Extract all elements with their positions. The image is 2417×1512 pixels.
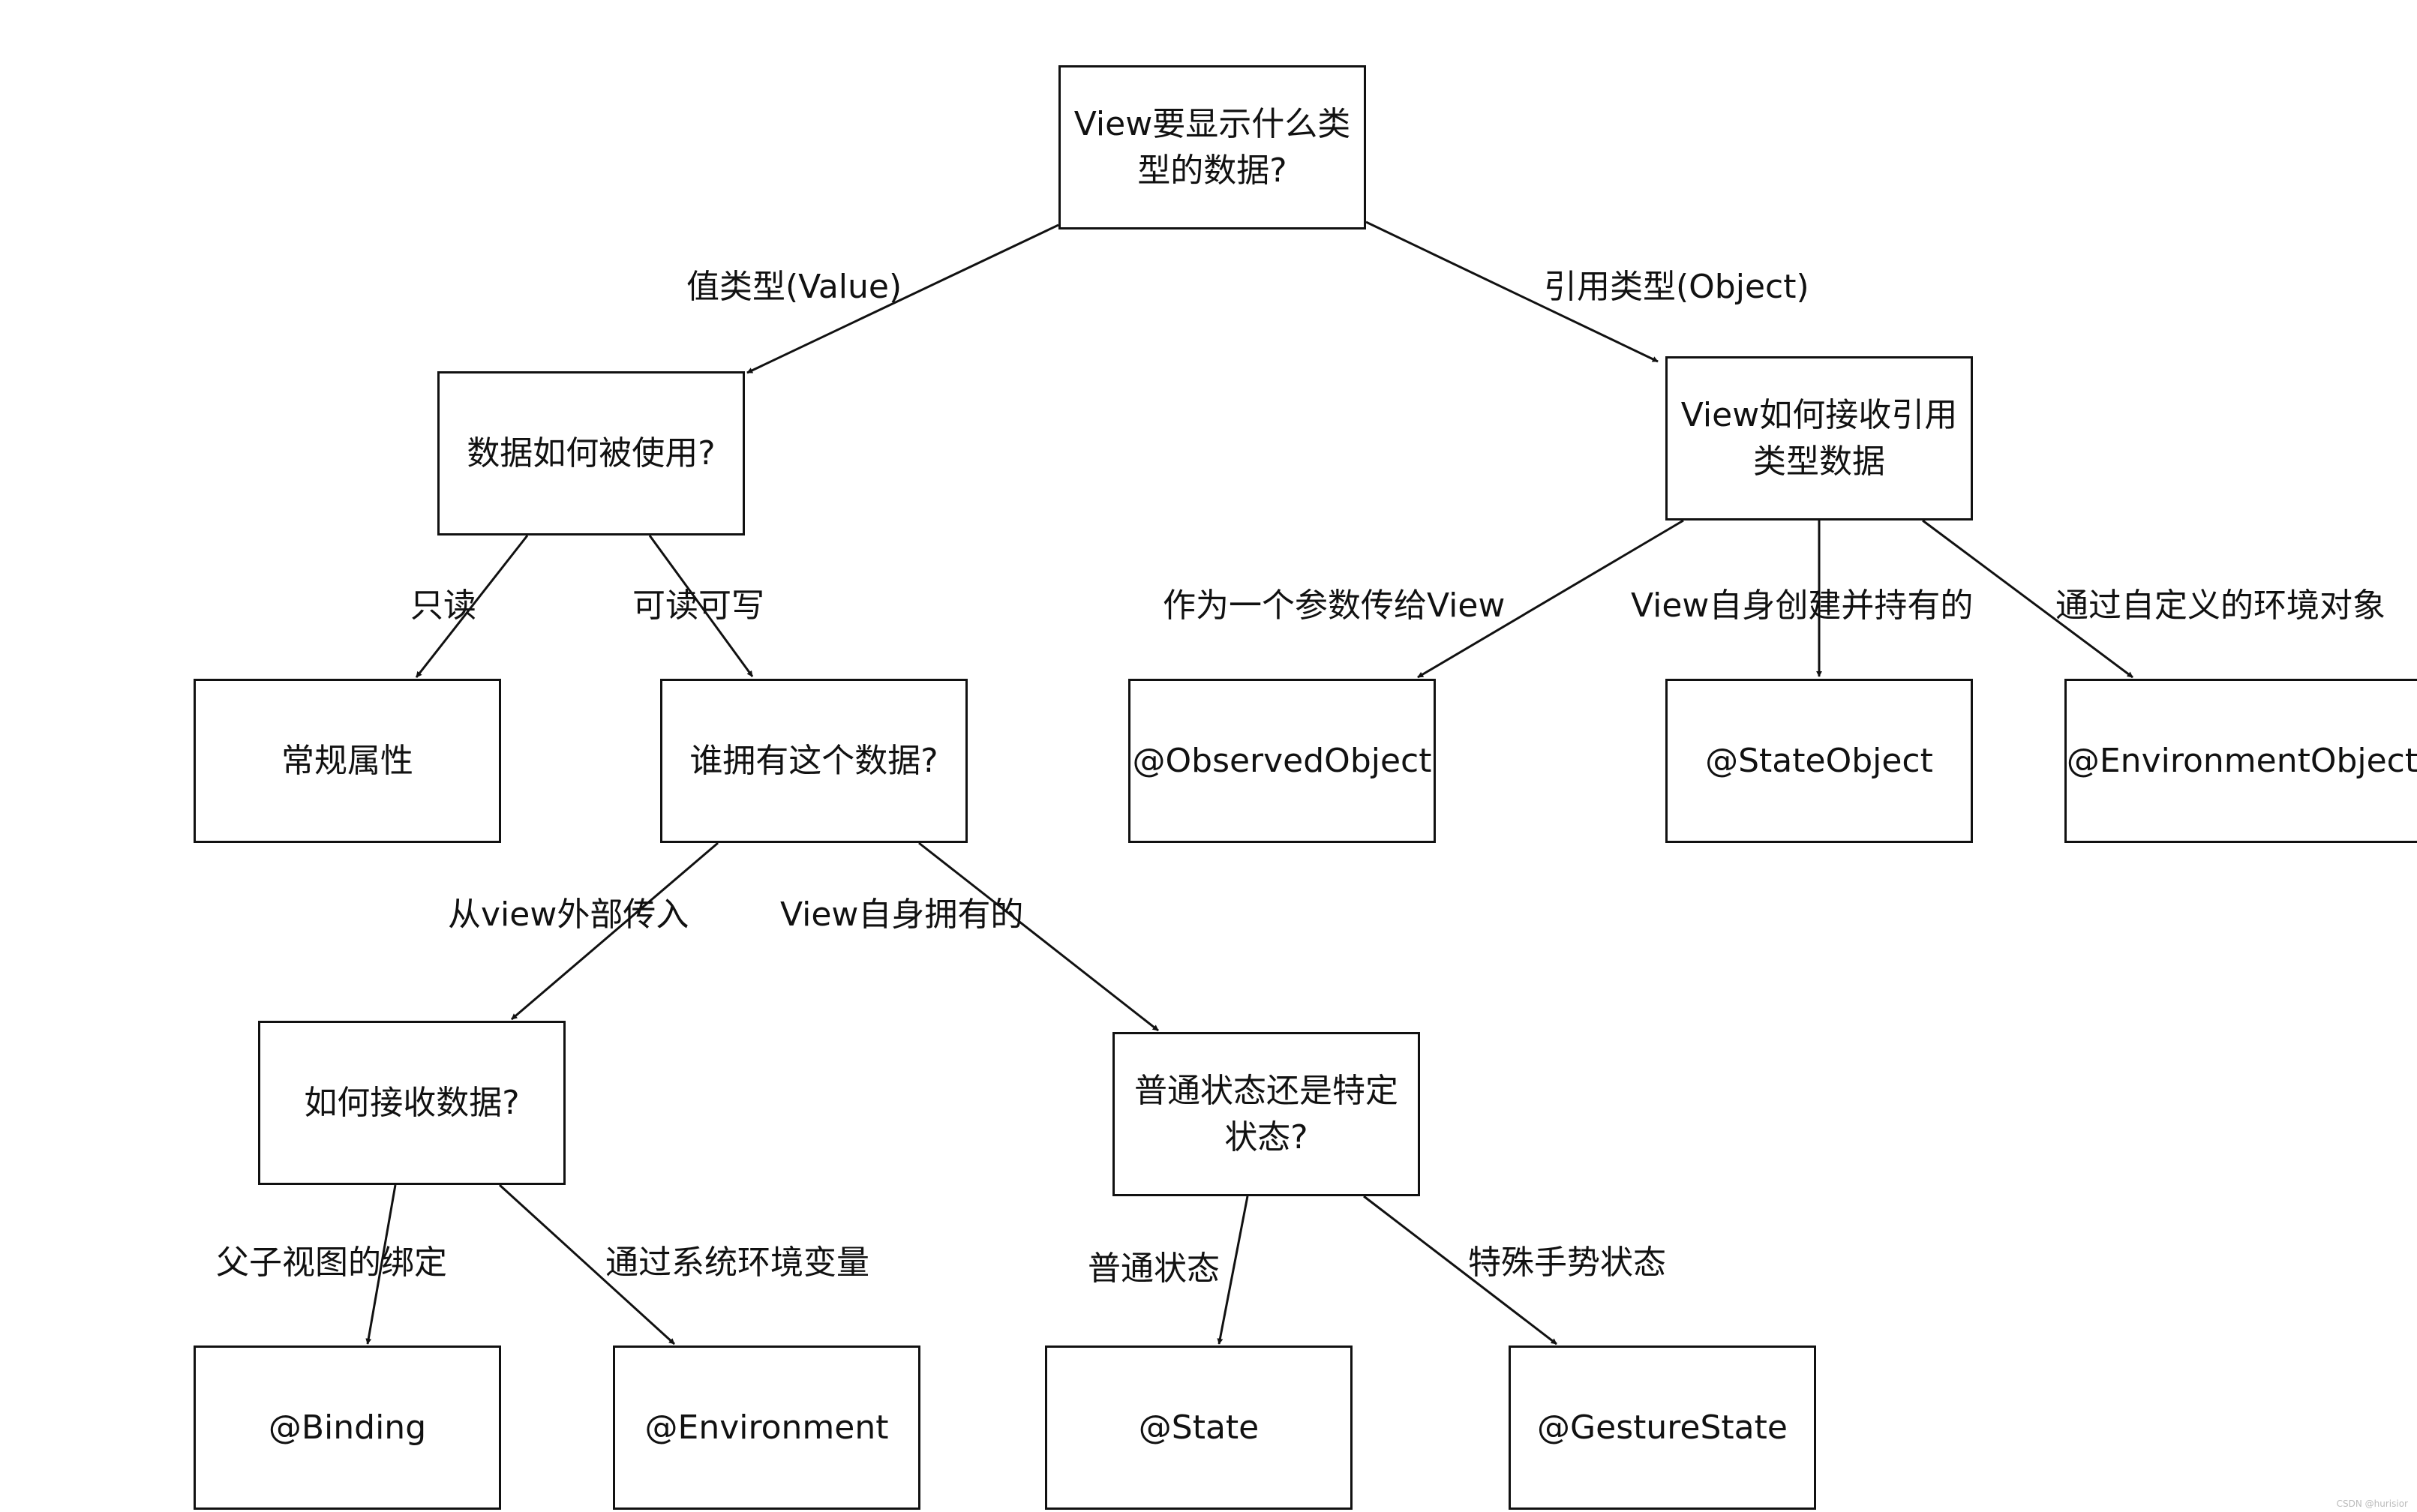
edge-view-receive-to-env-object xyxy=(1922,519,2133,679)
edge-view-receive-to-observed xyxy=(1417,519,1684,679)
node-data-usage: 数据如何被使用? xyxy=(437,371,745,536)
node-gesture-state: @GestureState xyxy=(1509,1346,1816,1510)
edge-label-value-type: 值类型(Value) xyxy=(686,268,902,306)
edge-root-to-data-usage xyxy=(746,224,1059,374)
node-binding: @Binding xyxy=(194,1346,501,1510)
edge-how-receive-to-binding xyxy=(365,1184,397,1345)
edge-label-view-created-owned: View自身创建并持有的 xyxy=(1631,586,1974,625)
node-environment-object: @EnvironmentObject xyxy=(2064,679,2417,843)
node-root-question: View要显示什么类 型的数据? xyxy=(1058,65,1366,230)
edge-normal-specific-to-gesture xyxy=(1363,1195,1557,1346)
edge-label-from-outside: 从view外部传入 xyxy=(448,896,689,934)
edge-label-read-only: 只读 xyxy=(410,586,476,625)
node-who-owns-data: 谁拥有这个数据? xyxy=(660,679,968,843)
edge-label-system-env: 通过系统环境变量 xyxy=(605,1244,869,1282)
edge-data-usage-to-who-owns xyxy=(648,535,754,677)
edge-label-normal-state: 普通状态 xyxy=(1088,1250,1220,1288)
edge-label-param-to-view: 作为一个参数传给View xyxy=(1163,586,1506,625)
node-state-object: @StateObject xyxy=(1665,679,1973,843)
edge-normal-specific-to-state xyxy=(1217,1196,1249,1345)
edge-label-read-write: 可读可写 xyxy=(632,586,764,625)
edge-label-custom-env-object: 通过自定义的环境对象 xyxy=(2055,586,2385,625)
edge-label-gesture-state: 特殊手势状态 xyxy=(1468,1244,1666,1282)
node-view-receive-reference: View如何接收引用 类型数据 xyxy=(1665,356,1973,520)
watermark: CSDN @hurisior xyxy=(2336,1498,2408,1509)
node-regular-property: 常规属性 xyxy=(194,679,501,843)
edge-data-usage-to-regular xyxy=(415,535,529,678)
edge-who-owns-to-normal-specific xyxy=(918,842,1159,1032)
edge-how-receive-to-environment xyxy=(498,1184,676,1346)
edge-label-view-owned: View自身拥有的 xyxy=(780,896,1024,934)
node-state: @State xyxy=(1045,1346,1353,1510)
node-observed-object: @ObservedObject xyxy=(1128,679,1436,843)
node-normal-or-specific-state: 普通状态还是特定 状态? xyxy=(1112,1032,1420,1196)
edge-label-reference-type: 引用类型(Object) xyxy=(1544,268,1809,306)
node-how-receive-data: 如何接收数据? xyxy=(258,1021,566,1185)
edge-who-owns-to-how-receive xyxy=(511,842,719,1021)
node-environment: @Environment xyxy=(613,1346,920,1510)
edge-root-to-view-receive-ref xyxy=(1365,220,1659,363)
edge-label-parent-child-binding: 父子视图的绑定 xyxy=(216,1244,447,1282)
